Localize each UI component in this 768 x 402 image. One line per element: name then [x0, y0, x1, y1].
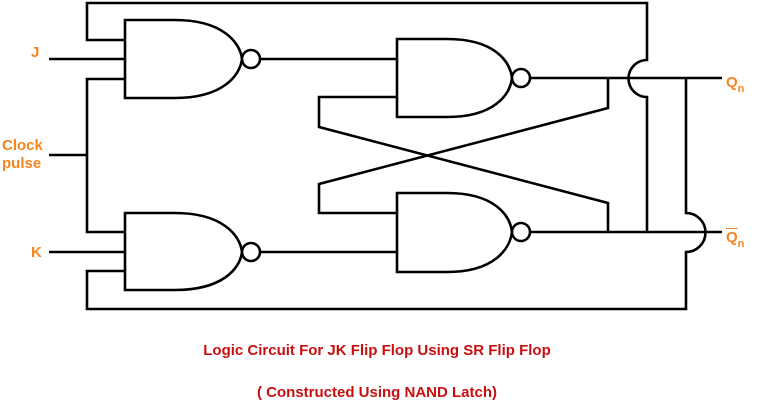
nand-gate-j — [123, 18, 262, 100]
qbar-output-label: Qn — [726, 229, 745, 250]
clock-label-line1: Clock — [2, 137, 43, 154]
cross-wire-2 — [317, 78, 610, 215]
caption-subtitle: ( Constructed Using NAND Latch) — [257, 384, 497, 401]
nand-gate-latch-bottom — [395, 191, 532, 274]
k-label: K — [31, 244, 42, 261]
q-letter: Q — [726, 74, 738, 91]
feedback-wire-top — [85, 1, 649, 232]
q-output-label: Qn — [726, 74, 745, 95]
nand-gate-latch-top — [395, 37, 532, 119]
caption-title: Logic Circuit For JK Flip Flop Using SR … — [203, 342, 551, 359]
clock-label-line2: pulse — [2, 155, 42, 172]
feedback-wire-bottom — [85, 78, 707, 311]
qbar-letter: Q — [726, 229, 738, 246]
clock-wire — [49, 77, 125, 234]
q-subscript: n — [737, 83, 745, 95]
cross-wire-1 — [317, 95, 610, 232]
qbar-subscript: n — [737, 238, 745, 250]
j-label: J — [31, 44, 40, 61]
nand-gate-k — [123, 211, 262, 292]
clock-label: Clock pulse — [2, 137, 43, 173]
